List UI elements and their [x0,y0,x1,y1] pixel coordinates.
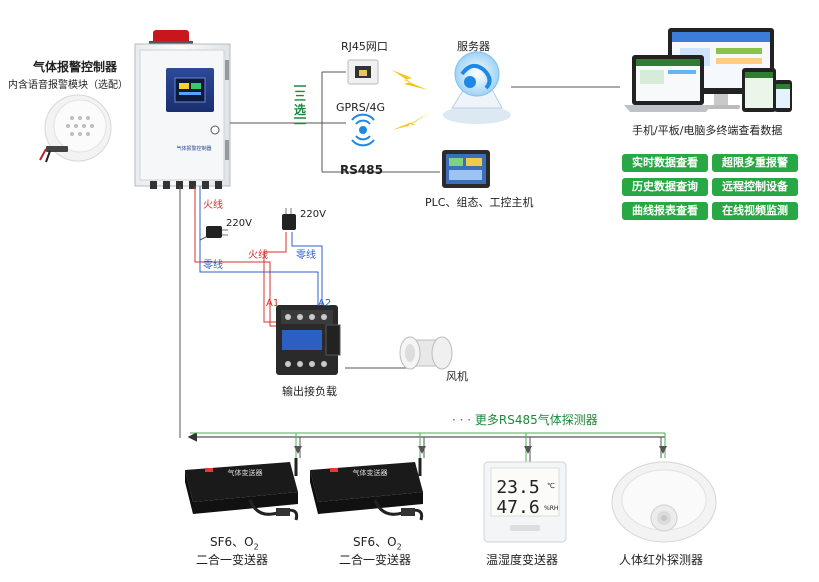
transmitter-box-label-2: 气体变送器 [353,468,388,477]
device-4-label: 人体红外探测器 [619,553,704,567]
rs485-label: RS485 [340,163,383,177]
voltage-label-2: 220V [300,209,326,220]
device-1-label-line2: 二合一变送器 [196,553,269,567]
terminal-a2-label: A2 [318,298,332,309]
controller-voice-module: 内含语音报警模块（选配） [8,80,128,91]
hum-unit: %RH [544,505,558,512]
voltage-label: 220V [226,218,252,229]
feature-badge: 远程控制设备 [712,178,798,196]
device-3-label: 温湿度变送器 [486,553,559,567]
laptop-icon [624,55,712,112]
thermo-hygrometer-icon [483,461,567,543]
rj45-label: RJ45网口 [341,40,388,53]
hum-value: 47.6 [496,497,539,518]
plug-icon [282,208,296,230]
temp-unit: ℃ [547,482,555,490]
feature-badge: 在线视频监测 [712,202,798,220]
server-label: 服务器 [457,40,490,53]
feature-badge: 超限多重报警 [712,154,798,172]
power-wiring [194,186,410,369]
plug-icon [206,226,228,238]
load-output-label: 输出接负载 [282,385,337,398]
comm-lines [230,71,620,173]
controller-panel-label: 气体报警控制器 [176,145,211,152]
terminal-a1-label: A1 [266,298,280,309]
transmitter-icon [310,458,424,521]
feature-badge: 曲线报表查看 [622,202,708,220]
device-1-subscript: 2 [253,542,259,552]
speaker-icon [39,94,112,163]
cloud-server-icon [443,51,511,124]
terminals-label: 手机/平板/电脑多终端查看数据 [632,124,783,137]
temp-value: 23.5 [496,477,539,498]
plc-screen-icon [442,150,490,188]
device-2-label-line1: SF6、O2 [353,535,402,552]
lightning-icon [392,70,430,130]
ethernet-port-icon [347,59,379,85]
controller-cabinet [134,43,231,189]
fan-icon [399,336,453,370]
wireless-icon [351,113,375,147]
device-1-label-line1: SF6、O2 [210,535,259,552]
transmitter-icon [185,458,299,521]
pir-sensor-icon [611,461,717,543]
device-2-subscript: 2 [396,542,402,552]
controller-title: 气体报警控制器 [33,60,118,74]
transmitter-box-label: 气体变送器 [228,468,263,477]
fan-label: 风机 [446,370,468,383]
phone-icon [774,80,792,112]
gprs-label: GPRS/4G [336,101,386,114]
tablet-icon [742,68,776,112]
plc-label: PLC、组态、工控主机 [425,196,534,209]
feature-badge: 历史数据查询 [622,178,708,196]
neutral-wire-label: 零线 [203,260,223,271]
more-detectors-label: · · · 更多RS485气体探测器 [452,413,598,427]
live-wire-label-2: 火线 [248,250,268,261]
choose-one-label: 三选一 [293,89,306,131]
bus-taps [294,446,667,454]
feature-badge: 实时数据查看 [622,154,708,172]
live-wire-label: 火线 [203,200,223,211]
contactor-icon [276,305,341,375]
neutral-wire-label-2: 零线 [296,250,316,261]
device-2-label-line2: 二合一变送器 [339,553,412,567]
